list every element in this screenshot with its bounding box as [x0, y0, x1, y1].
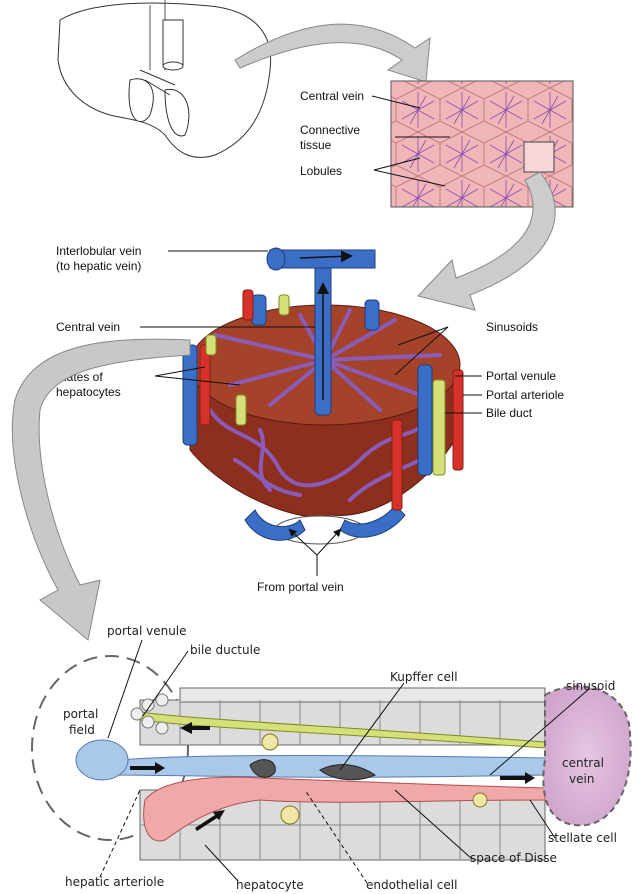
interlobular-vein-label-2: (to hepatic vein)	[56, 259, 141, 273]
zoom-arrow-middle	[417, 171, 556, 311]
middle-leader-lines	[140, 250, 482, 576]
stellate-cell-label: stellate cell	[548, 831, 617, 845]
top-central-vein-label: Central vein	[300, 89, 364, 103]
space-of-disse-label: space of Disse	[470, 851, 557, 865]
from-portal-vein-label: From portal vein	[257, 580, 344, 594]
portal-venule-label: Portal venule	[486, 369, 556, 383]
top-lobules-label: Lobules	[300, 164, 342, 178]
bottom-central-vein-label-2: vein	[569, 772, 594, 786]
middle-central-vein-label: Central vein	[56, 320, 120, 334]
bile-duct-label: Bile duct	[486, 406, 533, 420]
top-connective-label-1: Connective	[300, 123, 360, 137]
top-leader-lines	[371, 95, 450, 187]
interlobular-vein-label-1: Interlobular vein	[56, 244, 141, 258]
kupffer-cell-label: Kupffer cell	[390, 670, 458, 684]
bottom-central-vein-label-1: central	[562, 756, 604, 770]
bottom-portal-venule-label: portal venule	[107, 624, 187, 638]
zoom-arrow-bottom	[11, 338, 191, 641]
portal-arteriole-label: Portal arteriole	[486, 388, 564, 402]
bottom-leader-lines	[99, 639, 590, 884]
liver-lobule-3d	[182, 247, 464, 545]
endothelial-cell-label: endothelial cell	[366, 878, 457, 892]
plates-label-2: hepatocytes	[56, 385, 121, 399]
top-connective-label-2: tissue	[300, 138, 332, 152]
bile-ductule-label: bile ductule	[190, 643, 260, 657]
hepatic-arteriole-label: hepatic arteriole	[65, 875, 164, 889]
hepatocyte-label: hepatocyte	[236, 878, 304, 892]
portal-field-label-1: portal	[63, 707, 98, 721]
portal-field-label-2: field	[69, 723, 95, 737]
sinusoid-detail	[31, 655, 632, 861]
sinusoids-label: Sinusoids	[486, 320, 538, 334]
sinusoid-label: sinusoid	[566, 679, 615, 693]
liver-outline-drawing	[57, 0, 272, 158]
